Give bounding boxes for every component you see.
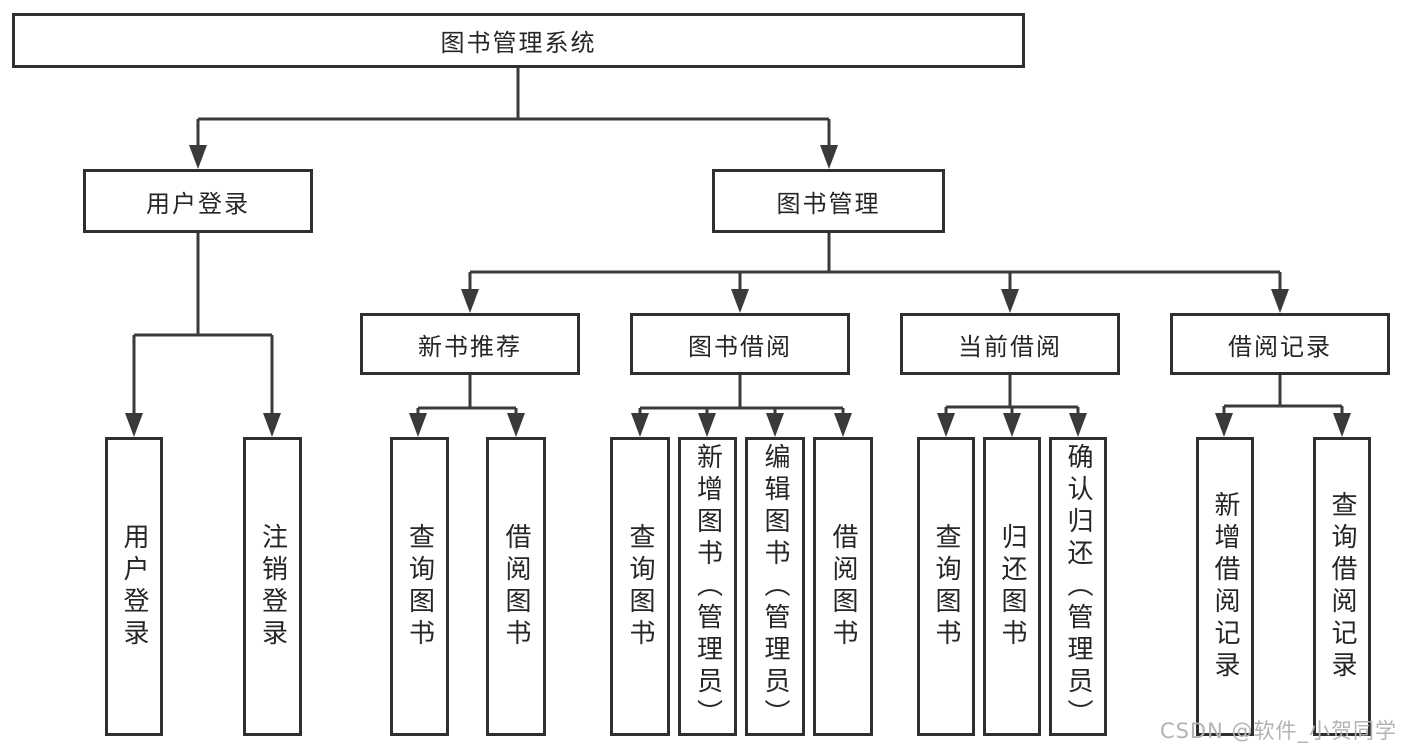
leaf-return-books: 归还图书 xyxy=(983,437,1041,736)
arrowhead xyxy=(507,413,525,437)
leaf-user-login: 用户登录 xyxy=(105,437,163,736)
arrowhead xyxy=(766,413,784,437)
csdn-watermark: CSDN @软件_小贺同学 xyxy=(1159,719,1397,743)
arrowhead xyxy=(189,145,207,169)
node-book-borrowing: 图书借阅 xyxy=(630,313,850,375)
node-new-book-recommendation: 新书推荐 xyxy=(360,313,580,375)
arrowhead xyxy=(834,413,852,437)
arrowhead xyxy=(1271,289,1289,313)
node-borrowing-records: 借阅记录 xyxy=(1170,313,1390,375)
arrowhead xyxy=(1333,413,1351,437)
node-user-login: 用户登录 xyxy=(83,169,313,233)
arrowhead xyxy=(631,413,649,437)
arrowhead xyxy=(409,413,427,437)
arrowhead xyxy=(125,413,143,437)
leaf-borrow-books-recommend: 借阅图书 xyxy=(486,437,546,736)
node-book-management: 图书管理 xyxy=(712,169,945,233)
arrowhead xyxy=(937,413,955,437)
leaf-query-books-current: 查询图书 xyxy=(917,437,975,736)
arrowhead xyxy=(263,413,281,437)
leaf-edit-books-admin: 编辑图书（管理员） xyxy=(745,437,805,736)
leaf-logout: 注销登录 xyxy=(243,437,302,736)
leaf-confirm-return-admin: 确认归还（管理员） xyxy=(1049,437,1107,736)
leaf-add-borrow-record: 新增借阅记录 xyxy=(1196,437,1254,736)
arrowhead xyxy=(820,145,838,169)
arrowhead xyxy=(698,413,716,437)
arrowhead xyxy=(1003,413,1021,437)
arrowhead xyxy=(731,289,749,313)
arrowhead xyxy=(1001,289,1019,313)
node-current-borrowing: 当前借阅 xyxy=(900,313,1120,375)
node-root: 图书管理系统 xyxy=(12,13,1025,68)
leaf-add-books-admin: 新增图书（管理员） xyxy=(678,437,737,736)
arrowhead xyxy=(1215,413,1233,437)
leaf-query-borrow-record: 查询借阅记录 xyxy=(1313,437,1371,736)
leaf-query-books-borrow: 查询图书 xyxy=(610,437,670,736)
arrowheads xyxy=(125,145,1351,437)
leaf-query-books-recommend: 查询图书 xyxy=(390,437,449,736)
leaf-borrow-books: 借阅图书 xyxy=(813,437,873,736)
arrowhead xyxy=(1069,413,1087,437)
arrowhead xyxy=(461,289,479,313)
